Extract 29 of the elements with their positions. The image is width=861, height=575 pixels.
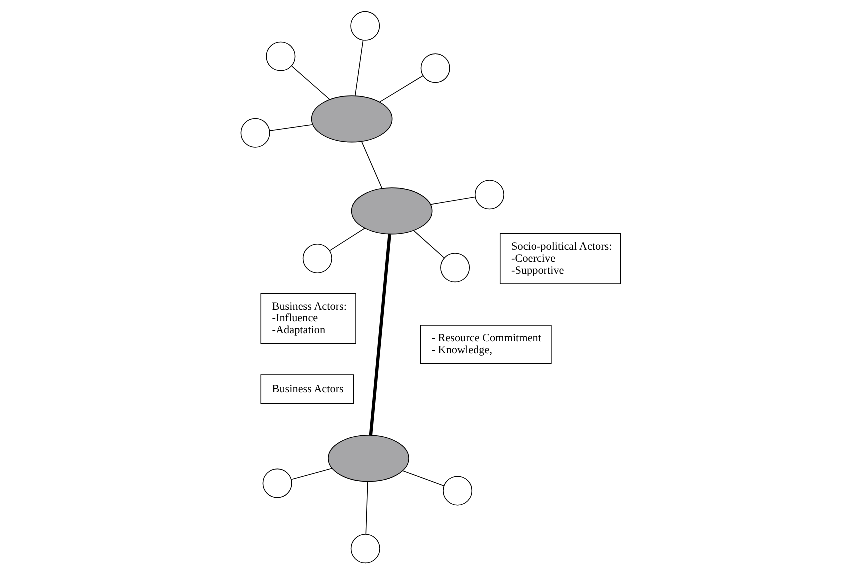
connector (291, 66, 330, 100)
connector (329, 228, 365, 252)
node-box: - Resource Commitment - Knowledge, (420, 325, 552, 364)
connector (354, 40, 364, 96)
connector (402, 470, 444, 486)
node-circle (302, 244, 332, 274)
node-ellipse (328, 435, 409, 482)
node-circle (240, 118, 270, 148)
node-box: Business Actors (260, 374, 354, 404)
node-circle (420, 54, 450, 84)
node-circle (440, 253, 470, 283)
node-circle (266, 42, 296, 72)
connector (378, 75, 424, 103)
node-ellipse (310, 96, 392, 143)
connector (269, 124, 313, 132)
connector (290, 468, 332, 480)
node-circle (262, 468, 292, 498)
connector (368, 234, 391, 436)
node-circle (474, 180, 504, 210)
node-circle (350, 11, 380, 41)
node-circle (442, 476, 472, 506)
connector (365, 481, 368, 535)
node-box: Socio-political Actors: -Coercive -Supportive (499, 233, 621, 284)
node-ellipse (350, 188, 432, 235)
node-box: Business Actors: -Influence -Adaptation (260, 293, 356, 344)
connector (412, 230, 444, 258)
node-circle (350, 534, 380, 564)
connector (360, 141, 382, 189)
connector (430, 196, 476, 206)
